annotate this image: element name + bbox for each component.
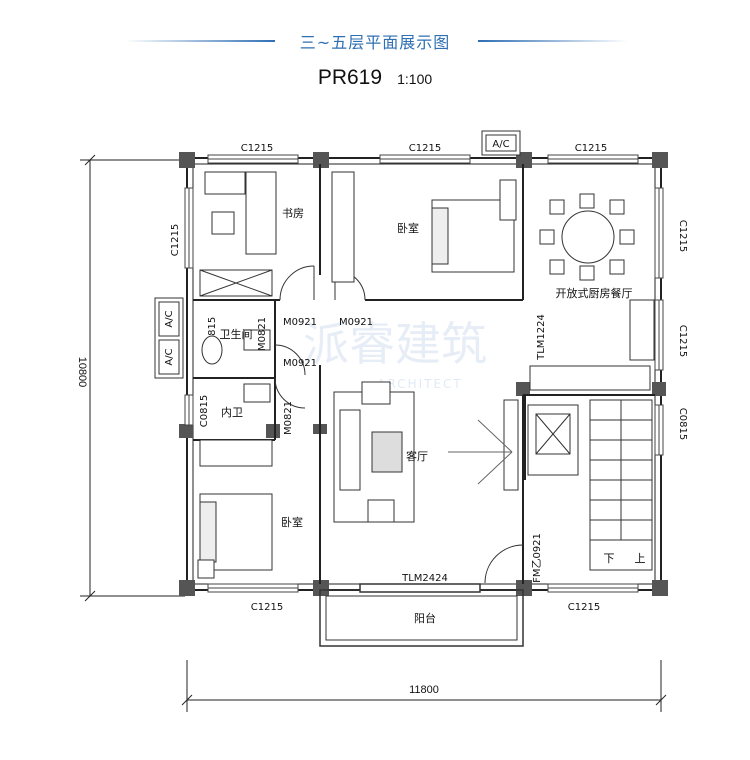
window-bottom-right: C1215 xyxy=(568,602,600,613)
ac-top xyxy=(481,130,521,156)
header-rule-right xyxy=(478,40,628,42)
bathroom-fixtures xyxy=(199,329,273,467)
page-title: 三~五层平面展示图 xyxy=(299,33,451,52)
overall-height-label: 10800 xyxy=(76,357,88,388)
living-furniture xyxy=(333,381,519,523)
elevator xyxy=(527,404,579,476)
living-arrows xyxy=(448,419,513,485)
window-left-bath: C0815 xyxy=(199,395,210,427)
window-right-mid: C1215 xyxy=(677,325,688,357)
door-bedroom-top: M0921 xyxy=(339,317,373,328)
door-study: M0921 xyxy=(283,317,317,328)
bedroom-bottom-furniture xyxy=(197,493,273,579)
door-kitchen-sliding: TLM1224 xyxy=(536,314,547,361)
stair-up: 上 xyxy=(635,552,646,565)
room-bedroom-bottom: 卧室 xyxy=(281,515,303,529)
dimension-horizontal xyxy=(181,660,667,712)
top-windows xyxy=(184,154,664,593)
ac-left-b-label: A/C xyxy=(164,348,175,365)
door-bath-a: M0921 xyxy=(283,358,317,369)
overall-width-label: 11800 xyxy=(409,684,439,696)
plan-scale: 1:100 xyxy=(397,71,433,87)
ac-left-a-label: A/C xyxy=(164,310,175,327)
watermark-sub: ARCHITECT xyxy=(377,377,463,391)
window-top-mid: C1215 xyxy=(409,143,441,154)
header-rule-left xyxy=(125,40,275,42)
window-top-right: C1215 xyxy=(575,143,607,154)
dimension-vertical xyxy=(80,154,185,602)
door-balcony-sliding: TLM2424 xyxy=(401,573,448,584)
ac-top-label: A/C xyxy=(492,139,509,150)
room-bathroom: 卫生间 xyxy=(220,327,253,341)
window-top-left: C1215 xyxy=(241,143,273,154)
room-study: 书房 xyxy=(282,207,304,220)
balcony xyxy=(319,583,524,647)
door-bath-vertical: M0821 xyxy=(257,317,268,351)
room-bedroom-top: 卧室 xyxy=(397,221,419,235)
watermark-text: 派睿建筑 xyxy=(303,317,487,371)
bedroom-top-furniture xyxy=(331,171,517,283)
window-bath-small: C0815 xyxy=(207,317,218,349)
window-right-stair: C0815 xyxy=(677,408,688,440)
stairs xyxy=(589,399,653,571)
room-dining: 开放式厨房餐厅 xyxy=(556,286,633,300)
window-left-upper: C1215 xyxy=(170,224,181,256)
dining-furniture xyxy=(529,193,655,391)
door-fire: FM乙0921 xyxy=(531,533,543,583)
door-inner-bath: M0821 xyxy=(283,401,294,435)
room-balcony: 阳台 xyxy=(414,611,436,625)
study-furniture xyxy=(199,171,277,297)
plan-subtitle: PR619 1:100 xyxy=(0,66,750,90)
stair-down: 下 xyxy=(604,552,615,565)
window-right-upper: C1215 xyxy=(677,220,688,252)
room-living: 客厅 xyxy=(406,449,428,463)
columns xyxy=(179,152,668,596)
door-swings xyxy=(274,265,524,584)
window-bottom-left: C1215 xyxy=(251,602,283,613)
plan-code: PR619 xyxy=(317,66,383,89)
ac-left xyxy=(154,297,184,379)
room-inner-bath: 内卫 xyxy=(221,405,243,419)
